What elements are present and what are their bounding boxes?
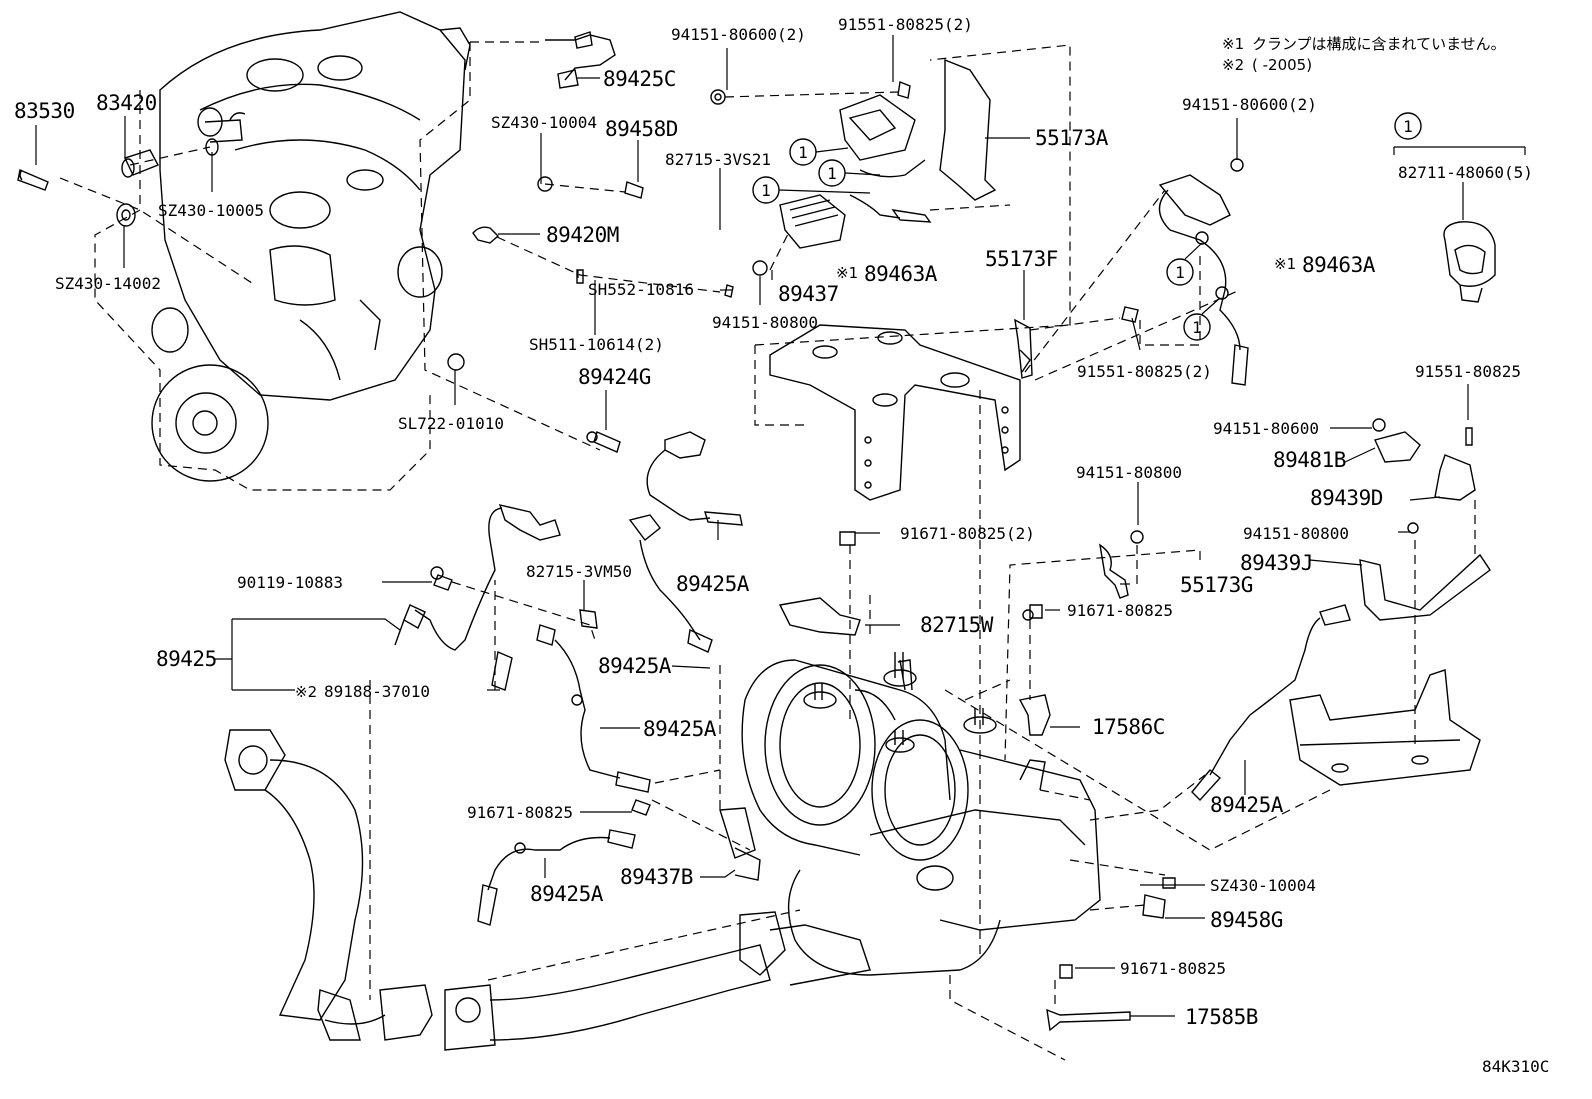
part-label: 91671-80825 [467, 803, 573, 822]
note-1-ref: ※1 [836, 264, 858, 282]
part-label: SZ430-14002 [55, 274, 161, 293]
bracket-89439 [1289, 418, 1491, 786]
part-label: 89458G [1210, 908, 1283, 932]
exhaust-pipe-rear [444, 911, 871, 1051]
note-2-text: ( -2005) [1252, 56, 1312, 74]
bracket-55173a [710, 58, 997, 276]
part-label: 83420 [96, 91, 157, 115]
note-1-ref: ※1 [1274, 255, 1296, 273]
part-label: 90119-10883 [237, 573, 343, 592]
callout-1-b: 1 [818, 159, 881, 187]
part-label: 89420M [546, 223, 619, 247]
part-label: 94151-80600(2) [671, 25, 806, 44]
callout-1-c: 1 [752, 176, 871, 204]
part-label: 89425 [156, 647, 217, 671]
part-label: 89425A [643, 717, 717, 741]
part-label: 89463A [864, 262, 938, 286]
part-label: 91551-80825(2) [1077, 362, 1212, 381]
note-2-mark: ※2 [1222, 56, 1244, 74]
part-label: 82711-48060(5) [1398, 163, 1533, 182]
callout-markers: 1 1 1 1 1 1 [752, 112, 1422, 341]
part-label: 82715-3VS21 [665, 150, 771, 169]
part-label: 55173G [1180, 573, 1253, 597]
callout-1-e: 1 [1166, 242, 1203, 286]
leader-lines [35, 35, 1526, 1017]
part-label: 82715W [920, 613, 994, 637]
part-label: 89425C [603, 67, 676, 91]
assembly-lines [59, 41, 1476, 1061]
part-label: 89188-37010 [324, 682, 430, 701]
part-label: 89424G [578, 365, 651, 389]
part-label: SZ430-10005 [158, 201, 264, 220]
part-label: 94151-80800 [712, 313, 818, 332]
part-label: 89425A [1210, 793, 1284, 817]
sensor-89425a-right [1191, 604, 1351, 802]
part-label: 83530 [14, 99, 75, 123]
part-label: 89481B [1273, 448, 1346, 472]
bolts [433, 306, 1176, 1032]
part-label: 89425A [598, 654, 672, 678]
part-label: 91551-80825 [1415, 362, 1521, 381]
engine-block [94, 11, 471, 491]
part-label: 89439D [1310, 486, 1383, 510]
svg-text:1: 1 [827, 164, 837, 183]
svg-text:1: 1 [798, 143, 808, 162]
part-label: 82715-3VM50 [526, 562, 632, 581]
part-label: 89425A [530, 882, 604, 906]
svg-text:1: 1 [1192, 318, 1202, 337]
part-label: 91671-80825 [1067, 601, 1173, 620]
part-label: 89463A [1302, 253, 1376, 277]
part-label: 91551-80825(2) [838, 15, 973, 34]
svg-text:1: 1 [761, 181, 771, 200]
callout-1-a: 1 [789, 138, 849, 166]
part-labels: 83530 83420 89425C SZ430-10004 89458D 82… [14, 15, 1533, 1029]
bracket-55173f [769, 318, 1033, 501]
part-label: 55173A [1035, 126, 1109, 150]
catalytic-converter [719, 652, 1101, 976]
note-1-text: クランプは構成に含まれていません。 [1252, 35, 1506, 53]
diagram-code: 84K310C [1482, 1057, 1549, 1076]
note-2-ref: ※2 [295, 683, 317, 701]
part-label: 91671-80825(2) [900, 524, 1035, 543]
part-label: 91671-80825 [1120, 959, 1226, 978]
part-label: 94151-80600(2) [1182, 95, 1317, 114]
notes: ※1 クランプは構成に含まれていません。 ※2 ( -2005) [1222, 35, 1506, 74]
clamp-82711 [1443, 221, 1496, 303]
exhaust-pipe-front [224, 729, 433, 1041]
part-label: 17585B [1185, 1005, 1258, 1029]
svg-text:1: 1 [1403, 117, 1413, 136]
part-label: 17586C [1092, 715, 1165, 739]
note-1-mark: ※1 [1222, 35, 1244, 53]
part-label: 89437 [778, 282, 839, 306]
part-label: 94151-80800 [1076, 463, 1182, 482]
svg-text:1: 1 [1175, 263, 1185, 282]
part-label: 89439J [1240, 551, 1313, 575]
sensor-89425-left [394, 504, 561, 691]
part-label: SZ430-10004 [491, 113, 597, 132]
part-label: 89437B [620, 865, 693, 889]
part-label: SL722-01010 [398, 414, 504, 433]
sensor-89425a-wires [477, 431, 743, 926]
callout-1-f: 1 [1183, 297, 1221, 341]
sensor-89463a-right [1158, 158, 1249, 386]
part-label: SH511-10614(2) [529, 335, 664, 354]
part-label: SZ430-10004 [1210, 876, 1316, 895]
sensor-89425c [545, 31, 616, 89]
part-label: 55173F [985, 247, 1058, 271]
part-label: SH552-10816 [588, 280, 694, 299]
bracket-55173g [1018, 530, 1144, 736]
engine-fittings [17, 138, 734, 453]
part-label: 89458D [605, 117, 678, 141]
part-label: 89425A [676, 572, 750, 596]
part-label: 94151-80800 [1243, 524, 1349, 543]
callout-1-d: 1 [1394, 112, 1422, 140]
part-label: 94151-80600 [1213, 419, 1319, 438]
